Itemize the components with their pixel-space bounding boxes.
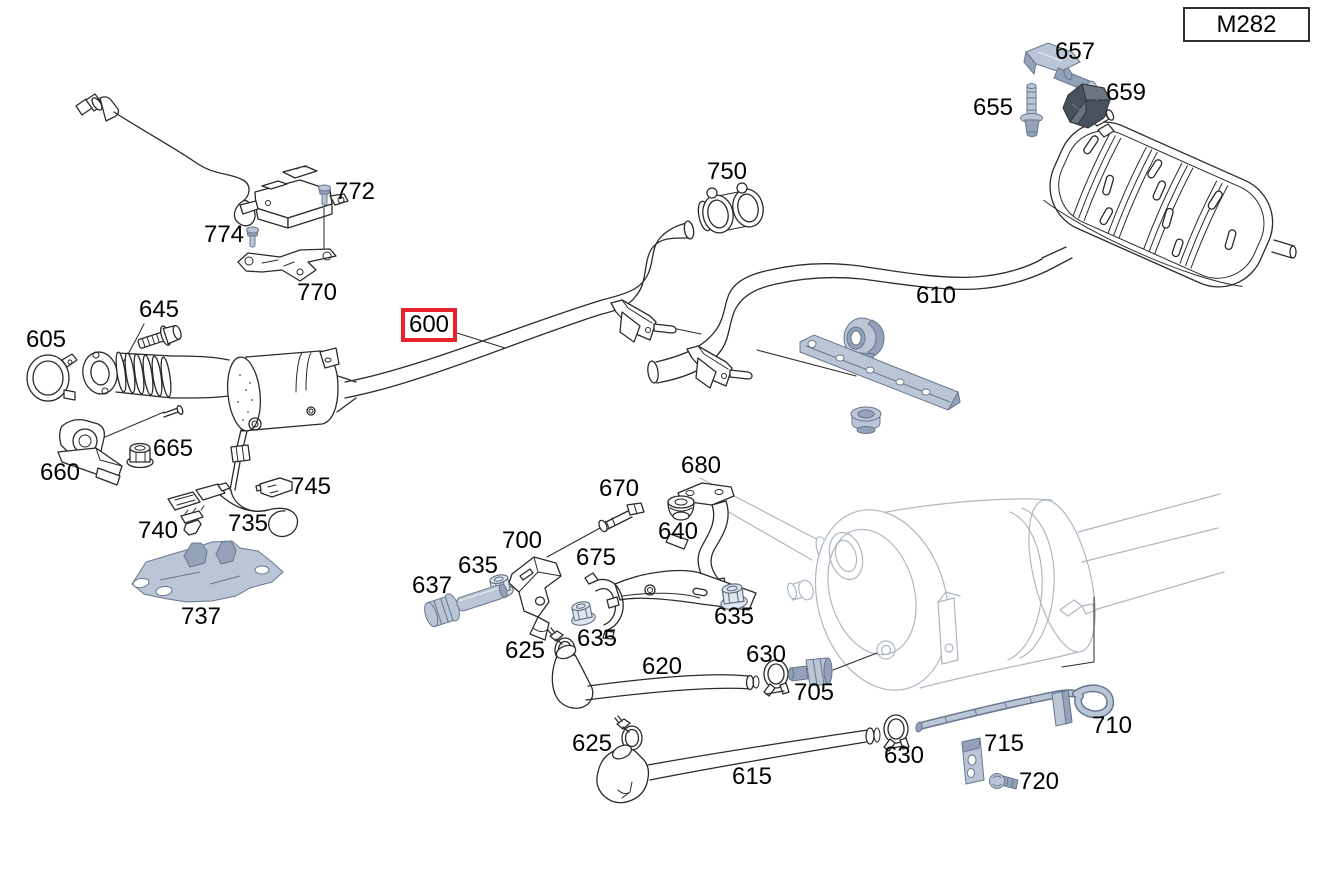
part-label-637[interactable]: 637 [411, 572, 453, 599]
leader-650 [676, 328, 857, 377]
muffler-art [1041, 109, 1297, 288]
clip-745-art [255, 477, 293, 498]
part-label-659[interactable]: 659 [1105, 79, 1147, 106]
part-label-720[interactable]: 720 [1018, 768, 1060, 795]
bolt-774-art [246, 226, 259, 248]
grommet-654-art [850, 406, 882, 434]
plug-740-art [180, 505, 205, 536]
part-label-625[interactable]: 625 [504, 637, 546, 664]
part-label-745[interactable]: 745 [290, 473, 332, 500]
part-label-680[interactable]: 680 [680, 452, 722, 479]
part-label-774[interactable]: 774 [203, 221, 245, 248]
part-label-665[interactable]: 665 [152, 435, 194, 462]
part-label-620[interactable]: 620 [641, 653, 683, 680]
pipe-600-art [344, 220, 695, 399]
part-label-635[interactable]: 635 [713, 603, 755, 630]
mount-659-art [1062, 83, 1111, 129]
stud-bolt-art [163, 405, 184, 418]
part-label-735[interactable]: 735 [227, 510, 269, 537]
part-label-640[interactable]: 640 [657, 518, 699, 545]
part-label-750[interactable]: 750 [706, 158, 748, 185]
bolt-637-art [424, 583, 508, 628]
leader-710 [1061, 596, 1095, 668]
leader-670 [546, 527, 601, 558]
part-label-737[interactable]: 737 [180, 603, 222, 630]
rear-silencer-art [693, 477, 1225, 691]
part-label-715[interactable]: 715 [983, 730, 1025, 757]
part-label-630[interactable]: 630 [745, 641, 787, 668]
part-label-625[interactable]: 625 [571, 730, 613, 757]
part-label-630[interactable]: 630 [883, 742, 925, 769]
part-label-645[interactable]: 645 [138, 296, 180, 323]
bolt-772-art [318, 184, 331, 206]
bracket-660-art [57, 418, 123, 486]
bracket-650-art [799, 334, 961, 411]
pipe-610-art [647, 258, 1048, 384]
part-label-600[interactable]: 600 [400, 308, 458, 342]
bolt-720-art [989, 773, 1019, 790]
part-label-740[interactable]: 740 [137, 517, 179, 544]
pipe-620-art [551, 644, 760, 709]
part-label-635[interactable]: 635 [576, 625, 618, 652]
leader-660 [97, 411, 165, 441]
nut-635-art [567, 599, 597, 628]
temp-sensor-735-art [167, 429, 299, 538]
part-label-710[interactable]: 710 [1091, 712, 1133, 739]
bolt-655-art [1020, 83, 1043, 137]
bolt-670-art [598, 502, 645, 533]
model-code-badge: M282 [1183, 7, 1310, 42]
part-label-770[interactable]: 770 [296, 279, 338, 306]
bracket-680-art [614, 482, 757, 611]
part-label-772[interactable]: 772 [334, 178, 376, 205]
part-label-657[interactable]: 657 [1054, 38, 1096, 65]
plate-737-art [131, 540, 284, 603]
gasket-605-art [26, 353, 78, 402]
bracket-770-art [237, 248, 337, 282]
bracket-715-art [961, 737, 985, 785]
front-flange-flex-art [82, 351, 230, 399]
rod-710-art [915, 684, 1115, 733]
grommet-640-art [667, 495, 695, 521]
fitting-705-art [788, 657, 833, 687]
part-label-635[interactable]: 635 [457, 552, 499, 579]
control-module-art [239, 165, 349, 229]
clamp-675-art [584, 572, 624, 640]
leader-705 [832, 652, 878, 671]
hanger-bracket-1-art [610, 299, 677, 343]
bolt-645-art [137, 325, 182, 349]
pipe-615-art [596, 727, 881, 804]
part-label-610[interactable]: 610 [915, 282, 957, 309]
bracket-700-art [508, 556, 562, 641]
part-label-655[interactable]: 655 [972, 94, 1014, 121]
clamp-750-art [697, 182, 764, 234]
part-label-675[interactable]: 675 [575, 544, 617, 571]
nut-665-art [126, 442, 154, 469]
part-label-705[interactable]: 705 [793, 679, 835, 706]
oxygen-sensor-cable-art [75, 93, 256, 227]
part-label-605[interactable]: 605 [25, 326, 67, 353]
part-label-660[interactable]: 660 [39, 459, 81, 486]
part-label-700[interactable]: 700 [501, 527, 543, 554]
leader-600 [456, 332, 506, 349]
part-label-615[interactable]: 615 [731, 763, 773, 790]
part-label-670[interactable]: 670 [598, 475, 640, 502]
catalytic-converter-art [226, 347, 357, 432]
